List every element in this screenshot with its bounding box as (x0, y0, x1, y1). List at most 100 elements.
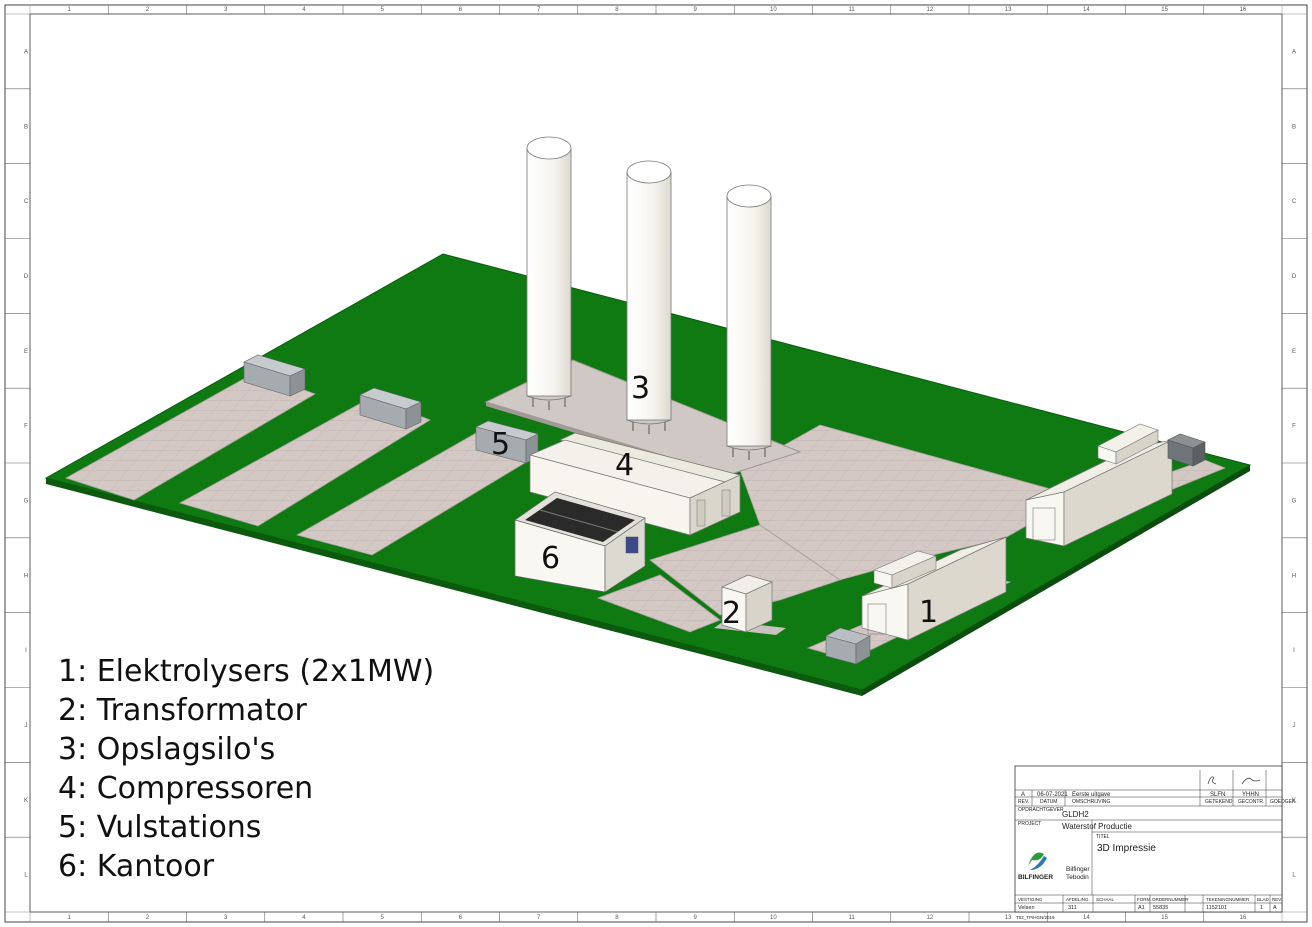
tb-scale-h: SCHAAL (1096, 897, 1115, 902)
border-column-label: 3 (224, 915, 228, 921)
legend-item-silos: 3: Opslagsilo's (58, 732, 276, 767)
tb-logo2b: Tebodin (1066, 874, 1089, 881)
border-row-label: J (25, 723, 28, 729)
transformer (714, 574, 786, 635)
border-row-label: B (24, 124, 28, 130)
border-row-label: B (1292, 124, 1296, 130)
legend-item-filling-stations: 5: Vulstations (58, 810, 262, 845)
border-column-label: 16 (1240, 7, 1247, 13)
border-row-label: G (1292, 498, 1297, 504)
tb-project: Waterstof Productie (1062, 822, 1133, 831)
tb-dept-h: AFDELING (1066, 897, 1089, 902)
tb-rev2: A (1273, 905, 1277, 911)
border-column-label: 6 (459, 7, 463, 13)
border-column-label: 4 (302, 7, 306, 13)
tb-rev-h: REV. (1018, 799, 1029, 805)
title-block (1014, 765, 1283, 913)
border-row-label: F (24, 424, 28, 430)
tb-date-h: DATUM (1040, 799, 1057, 805)
border-row-label: C (1292, 199, 1297, 205)
tb-approved-h: GOEDGEK. (1270, 799, 1297, 805)
border-row-label: F (1292, 424, 1296, 430)
tb-client-h: OPDRACHTGEVER (1018, 807, 1064, 813)
tb-format: A1 (1138, 905, 1145, 911)
tb-title-h: TITEL (1096, 834, 1110, 840)
bilfinger-logo-icon (1028, 852, 1044, 866)
tb-sheet-h: BLAD (1257, 897, 1270, 902)
gray-unit-b (359, 387, 422, 430)
border-column-label: 15 (1161, 7, 1168, 13)
silo-1 (526, 136, 572, 410)
tb-drawing-h: TEKENINGNUMMER (1206, 897, 1250, 902)
tb-date: 06-07-2021 (1037, 792, 1068, 798)
border-column-label: 13 (1005, 7, 1012, 13)
tb-location: Velsen (1018, 905, 1035, 911)
border-row-label: H (24, 573, 28, 579)
border-column-label: 14 (1083, 7, 1090, 13)
tb-logo2a: Bilfinger (1066, 866, 1090, 873)
tb-location-h: VESTIGING (1018, 897, 1043, 902)
tb-checked-h: GECONTR. (1238, 799, 1264, 805)
tb-drawn: SLFN (1210, 792, 1225, 798)
tb-client: GLDH2 (1062, 810, 1089, 819)
tb-format-h: FORM. (1137, 897, 1152, 902)
border-column-label: 12 (927, 7, 934, 13)
office-building (514, 491, 646, 593)
border-row-label: L (24, 873, 28, 879)
border-row-label: D (24, 274, 29, 280)
border-column-label: 13 (1005, 915, 1012, 921)
border-column-label: 11 (849, 915, 856, 921)
tb-title: 3D Impressie (1097, 843, 1156, 854)
border-column-label: 2 (146, 7, 150, 13)
border-row-label: A (1292, 49, 1296, 55)
tb-order: 55835 (1153, 905, 1168, 911)
border-row-label: K (24, 798, 28, 804)
border-column-label: 16 (1240, 915, 1247, 921)
tb-desc-h: OMSCHRIJVING (1072, 799, 1110, 805)
border-column-label: 1 (67, 7, 71, 13)
label-electrolysers: 1 (919, 595, 938, 630)
border-column-label: 10 (770, 915, 777, 921)
tb-logo1: BILFINGER (1018, 874, 1053, 881)
legend: 1: Elektrolysers (2x1MW) 2: Transformato… (58, 652, 434, 886)
border-row-label: I (1293, 648, 1295, 654)
border-row-label: H (1292, 573, 1296, 579)
border-row-label: E (24, 349, 28, 355)
border-column-label: 5 (380, 7, 384, 13)
border-column-label: 11 (849, 7, 856, 13)
tb-footer: T02_TP/HGN/2019 (1016, 915, 1055, 920)
tb-desc: Eerste uitgave (1072, 792, 1111, 798)
border-column-label: 10 (770, 7, 777, 13)
label-compressors: 4 (615, 448, 634, 483)
border-column-label: 8 (615, 7, 619, 13)
silo-3 (726, 184, 772, 460)
border-column-label: 15 (1161, 915, 1168, 921)
label-transformer: 2 (722, 596, 741, 631)
tb-project-h: PROJECT (1018, 821, 1041, 827)
border-column-label: 4 (302, 915, 306, 921)
border-column-label: 2 (146, 915, 150, 921)
border-row-label: G (24, 498, 29, 504)
border-row-label: K (1292, 798, 1296, 804)
border-column-label: 9 (693, 7, 697, 13)
parking-strips (65, 371, 539, 556)
border-row-label: I (25, 648, 27, 654)
border-row-label: L (1292, 873, 1296, 879)
border-column-label: 14 (1083, 915, 1090, 921)
tb-order-h: ORDERNUMMER (1152, 897, 1189, 902)
legend-item-office: 6: Kantoor (58, 849, 215, 884)
gray-unit-a (243, 354, 306, 397)
tb-rev2-h: REV. (1272, 897, 1282, 902)
tb-dept: 311 (1068, 905, 1077, 911)
silo-2 (626, 160, 672, 434)
border-column-label: 7 (537, 915, 541, 921)
border-column-label: 6 (459, 915, 463, 921)
legend-item-compressors: 4: Compressoren (58, 771, 314, 806)
border-row-label: J (1293, 723, 1296, 729)
border-column-label: 7 (537, 7, 541, 13)
filling-station (475, 420, 539, 464)
tb-rev: A (1021, 792, 1025, 798)
border-row-label: C (24, 199, 29, 205)
border-column-label: 5 (380, 915, 384, 921)
